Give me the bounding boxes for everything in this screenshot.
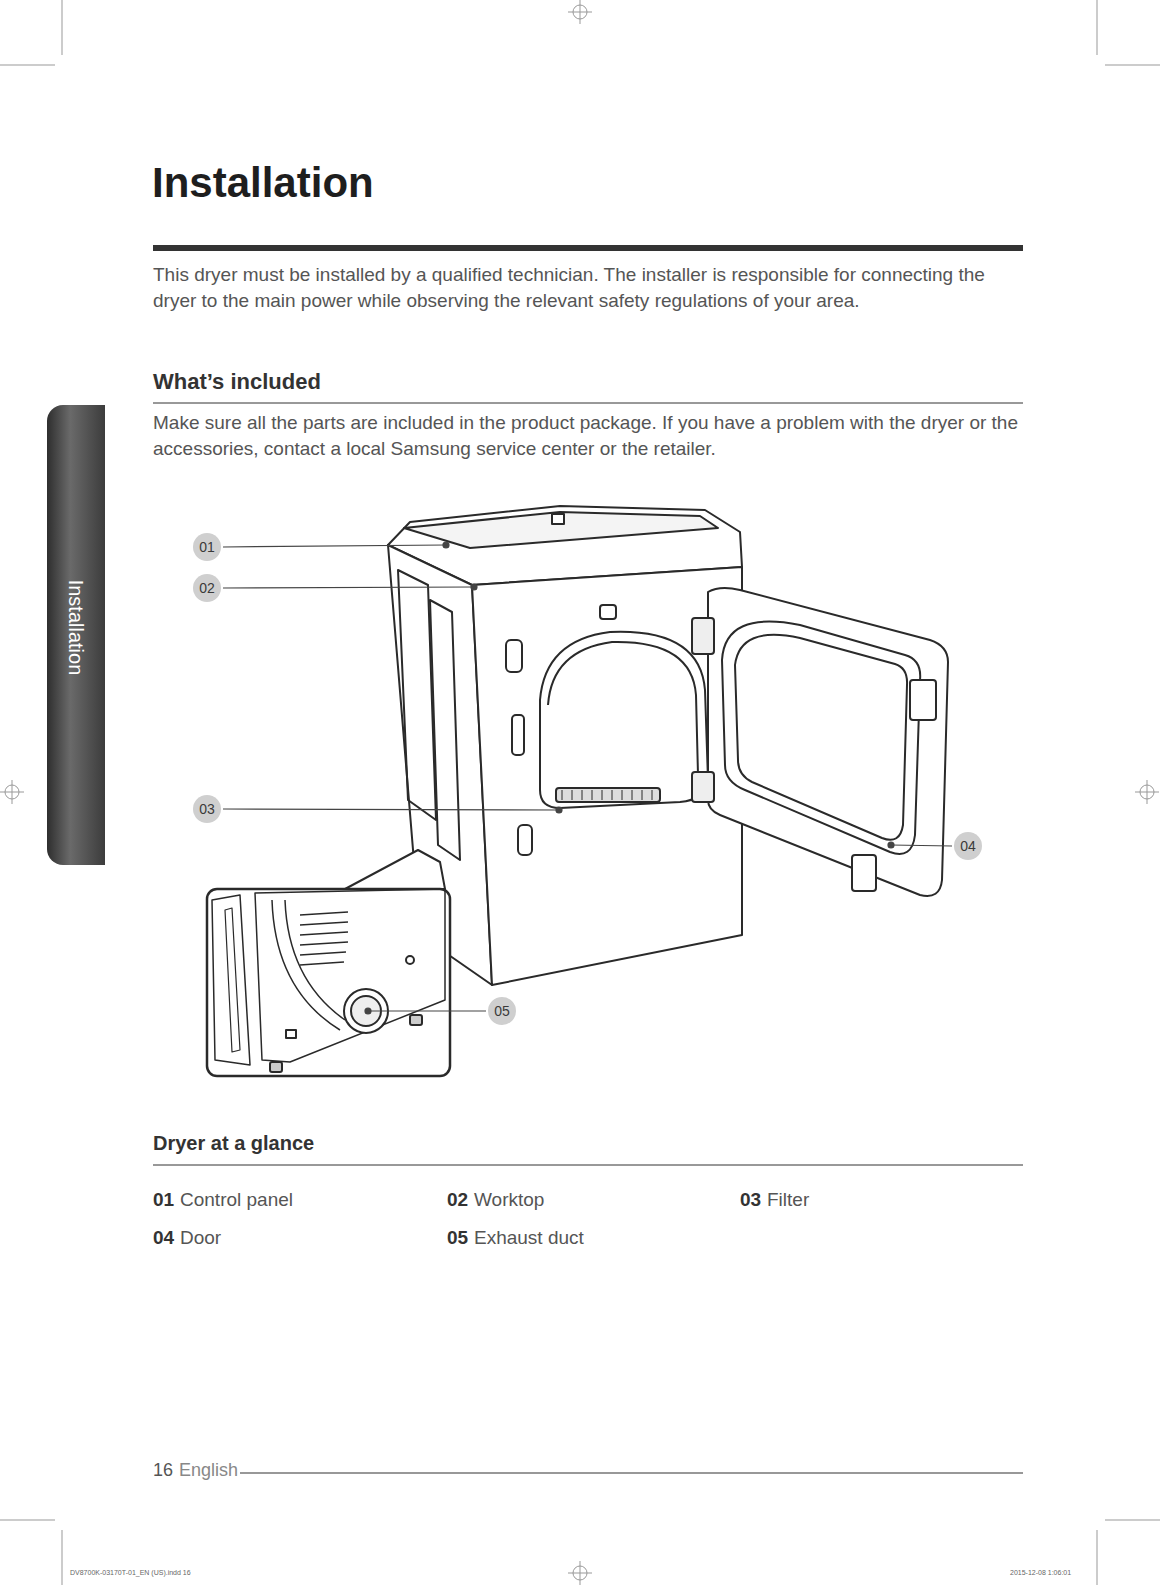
callout-number: 03 [199,801,215,817]
callout-circle: 05 [488,997,516,1025]
callout-circle: 03 [193,795,221,823]
part-number: 05 [447,1226,468,1251]
part-name: Control panel [180,1188,293,1213]
section-paragraph: Make sure all the parts are included in … [153,410,1028,462]
callout-circle: 02 [193,574,221,602]
page-number: 16 [153,1460,173,1482]
section-heading: What’s included [153,368,321,397]
part-name: Exhaust duct [474,1226,584,1251]
side-tab: Installation [47,405,105,865]
callout-circle: 01 [193,533,221,561]
part-name: Filter [767,1188,809,1213]
callout-number: 01 [199,539,215,555]
callout-number: 02 [199,580,215,596]
callout-number: 04 [960,838,976,854]
part-name: Worktop [474,1188,544,1213]
part-name: Door [180,1226,221,1251]
callout-circle: 04 [954,832,982,860]
part-number: 02 [447,1188,468,1213]
page-language: English [179,1460,238,1482]
subsection-heading: Dryer at a glance [153,1130,314,1156]
page-title: Installation [152,158,374,208]
print-slug: 2015-12-08 1:06:01 [1010,1569,1071,1577]
intro-paragraph: This dryer must be installed by a qualif… [153,262,1028,314]
part-number: 01 [153,1188,174,1213]
part-number: 04 [153,1226,174,1251]
callout-number: 05 [494,1003,510,1019]
tab-label: Installation [65,579,88,675]
part-number: 03 [740,1188,761,1213]
print-slug: DV8700K-03170T-01_EN (US).indd 16 [70,1569,191,1577]
